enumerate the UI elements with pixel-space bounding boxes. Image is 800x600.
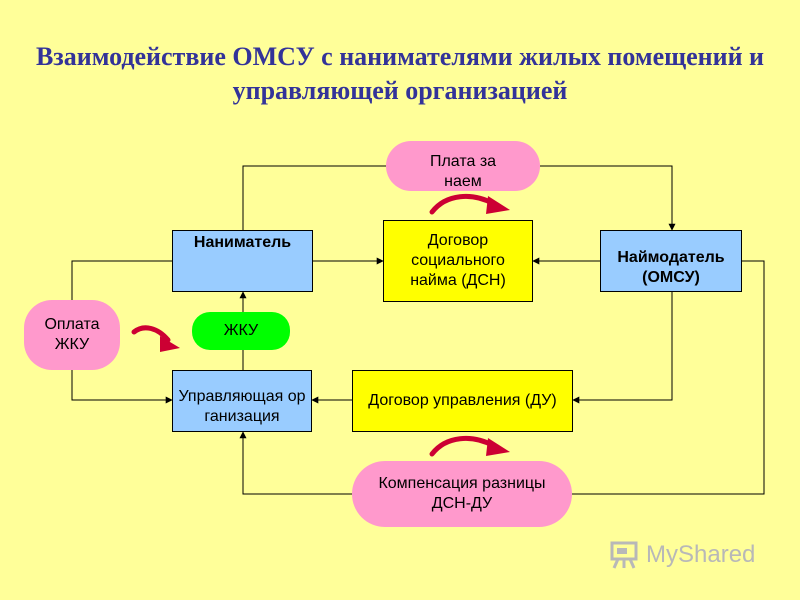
node-tenant: Наниматель <box>172 230 313 292</box>
watermark-text: MyShared <box>646 541 756 568</box>
line-landlord-to-comp <box>572 260 765 495</box>
node-management-contract: Договор управления (ДУ) <box>352 370 573 432</box>
node-tenant-label: Наниматель <box>193 234 292 251</box>
node-landlord: Наймодатель (ОМСУ) <box>600 230 742 292</box>
curved-arrow-top <box>429 193 510 215</box>
line-rent-to-landlord <box>540 165 676 231</box>
node-rent-payment-label: Плата за наем <box>429 153 497 190</box>
node-landlord-label: Наймодатель (ОМСУ) <box>617 249 725 286</box>
line-landlord-to-du <box>572 292 673 404</box>
page-title: Взаимодействие ОМСУ с нанимателями жилых… <box>35 42 765 105</box>
node-zhku-label: ЖКУ <box>223 322 259 339</box>
node-social-contract-label: Договор социального найма (ДСН) <box>410 232 506 289</box>
line-comp-to-org <box>239 431 352 495</box>
node-rent-payment: Плата за наем <box>386 141 540 191</box>
line-tenant-to-rent <box>242 165 386 230</box>
node-zhku: ЖКУ <box>192 312 290 350</box>
node-zhku-payment: Оплата ЖКУ <box>24 300 120 370</box>
node-social-contract: Договор социального найма (ДСН) <box>383 220 533 302</box>
line-payment-to-org <box>71 370 173 404</box>
curved-arrow-bottom <box>429 435 510 457</box>
node-compensation: Компенсация разницы ДСН-ДУ <box>352 461 572 527</box>
node-zhku-payment-label: Оплата ЖКУ <box>44 316 100 353</box>
watermark: MyShared <box>608 540 755 570</box>
node-management-org: Управляющая организация <box>172 370 312 432</box>
node-management-org-label: Управляющая организация <box>178 388 306 425</box>
presentation-board-icon <box>610 541 638 569</box>
node-compensation-label: Компенсация разницы ДСН-ДУ <box>378 475 546 512</box>
line-tenant-to-payment <box>71 260 172 300</box>
curved-arrow-left <box>131 325 180 352</box>
node-management-contract-label: Договор управления (ДУ) <box>368 392 557 409</box>
